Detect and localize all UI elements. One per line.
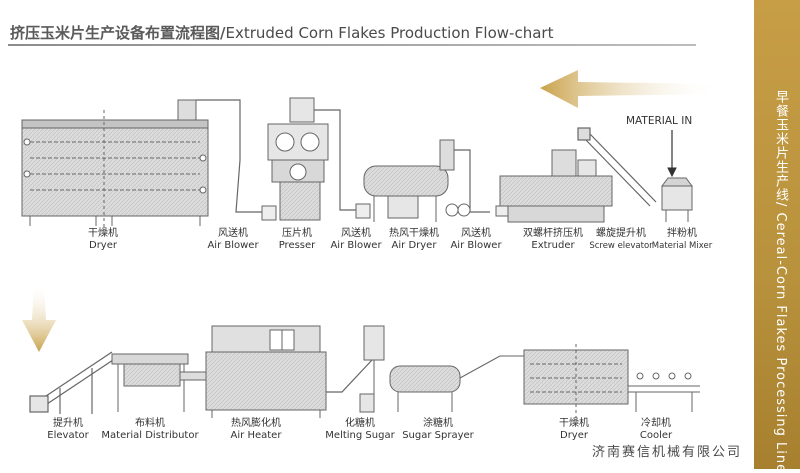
label-air-blower-2-en: Air Blower bbox=[330, 240, 382, 251]
label-dryer-2: 干燥机 Dryer bbox=[559, 418, 589, 442]
air-duct-3 bbox=[454, 149, 490, 213]
label-air-blower-1-cn: 风送机 bbox=[217, 228, 248, 239]
label-cooler-cn: 冷却机 bbox=[640, 418, 671, 429]
company-watermark: 济南赛信机械有限公司 bbox=[592, 445, 743, 460]
label-presser-cn: 压片机 bbox=[282, 228, 312, 239]
label-material-distributor-cn: 布料机 bbox=[134, 418, 165, 429]
label-screw-elevator: 螺旋提升机 Screw elevator bbox=[589, 228, 652, 252]
label-material-mixer-en: Material Mixer bbox=[651, 241, 713, 251]
extruder-machine-icon bbox=[495, 149, 613, 223]
material-in-label: MATERIAL IN bbox=[626, 115, 693, 127]
label-sugar-sprayer-en: Sugar Sprayer bbox=[402, 430, 474, 441]
label-melting-sugar: 化糖机 Melting Sugar bbox=[325, 418, 394, 442]
label-dryer: 干燥机 Dryer bbox=[88, 228, 118, 252]
label-air-heater-en: Air Heater bbox=[230, 430, 282, 441]
label-air-blower-2-cn: 风送机 bbox=[340, 228, 371, 239]
label-air-heater-cn: 热风膨化机 bbox=[231, 418, 281, 429]
label-air-dryer-cn: 热风干燥机 bbox=[389, 228, 439, 239]
label-air-dryer-en: Air Dryer bbox=[391, 240, 437, 251]
elevator-machine-icon bbox=[29, 351, 117, 414]
title-cn: 挤压玉米片生产设备布置流程图 bbox=[10, 24, 221, 42]
air-duct-2 bbox=[314, 109, 356, 211]
label-air-blower-3-cn: 风送机 bbox=[460, 228, 491, 239]
label-extruder: 双螺杆挤压机 Extruder bbox=[523, 228, 583, 252]
label-elevator-cn: 提升机 bbox=[52, 418, 83, 429]
label-air-dryer: 热风干燥机 Air Dryer bbox=[389, 228, 439, 252]
label-dryer-en: Dryer bbox=[89, 240, 117, 251]
label-air-heater: 热风膨化机 Air Heater bbox=[231, 418, 282, 442]
label-air-blower-3-en: Air Blower bbox=[450, 240, 502, 251]
label-material-distributor: 布料机 Material Distributor bbox=[101, 418, 198, 442]
material-in-arrow-icon bbox=[667, 130, 677, 178]
material-distributor-icon bbox=[111, 353, 205, 412]
label-melting-sugar-en: Melting Sugar bbox=[325, 430, 395, 441]
label-air-blower-3: 风送机 Air Blower bbox=[450, 228, 501, 252]
label-presser: 压片机 Presser bbox=[279, 228, 316, 252]
conveyor-link bbox=[326, 359, 373, 393]
presser-machine-icon bbox=[267, 97, 329, 221]
label-material-mixer: 拌粉机 Material Mixer bbox=[652, 228, 712, 252]
label-air-blower-1: 风送机 Air Blower bbox=[207, 228, 258, 252]
flow-arrow-down-icon bbox=[22, 282, 56, 352]
air-blower-1-icon bbox=[261, 205, 277, 221]
title-separator: / bbox=[220, 24, 226, 42]
side-banner-text: 早餐玉米片生产线/ Cereal-Corn Flakes Processing … bbox=[773, 90, 788, 473]
title-underline bbox=[8, 44, 696, 46]
air-blower-3-icon bbox=[445, 203, 471, 217]
label-extruder-en: Extruder bbox=[531, 240, 575, 251]
title-en: Extruded Corn Flakes Production Flow-cha… bbox=[225, 24, 554, 42]
label-elevator-en: Elevator bbox=[47, 430, 89, 441]
side-banner: 早餐玉米片生产线/ Cereal-Corn Flakes Processing … bbox=[754, 0, 800, 473]
air-dryer-machine-icon bbox=[363, 139, 455, 222]
flow-arrow-left-icon bbox=[540, 70, 720, 108]
label-screw-elevator-en: Screw elevator bbox=[589, 241, 653, 251]
dryer-machine-icon bbox=[21, 99, 209, 228]
screw-elevator-icon bbox=[577, 127, 657, 207]
label-material-distributor-en: Material Distributor bbox=[101, 430, 199, 441]
page-title: 挤压玉米片生产设备布置流程图/Extruded Corn Flakes Prod… bbox=[10, 22, 553, 43]
material-mixer-icon bbox=[661, 177, 693, 222]
air-duct-1 bbox=[196, 99, 262, 213]
label-cooler: 冷却机 Cooler bbox=[640, 418, 672, 442]
label-sugar-sprayer: 涂糖机 Sugar Sprayer bbox=[402, 418, 474, 442]
label-presser-en: Presser bbox=[278, 240, 316, 251]
sugar-sprayer-icon bbox=[389, 355, 501, 412]
label-dryer-cn: 干燥机 bbox=[88, 228, 118, 239]
label-dryer-2-cn: 干燥机 bbox=[559, 418, 589, 429]
air-blower-2-icon bbox=[355, 203, 371, 219]
label-material-mixer-cn: 拌粉机 bbox=[666, 228, 697, 239]
label-air-blower-1-en: Air Blower bbox=[207, 240, 259, 251]
label-elevator: 提升机 Elevator bbox=[47, 418, 88, 442]
melting-sugar-icon bbox=[359, 325, 385, 413]
label-screw-elevator-cn: 螺旋提升机 bbox=[595, 228, 646, 239]
dryer-2-machine-icon bbox=[500, 344, 629, 418]
label-dryer-2-en: Dryer bbox=[560, 430, 588, 441]
label-cooler-en: Cooler bbox=[639, 430, 673, 441]
air-heater-machine-icon bbox=[179, 325, 327, 418]
label-sugar-sprayer-cn: 涂糖机 bbox=[422, 418, 453, 429]
label-extruder-cn: 双螺杆挤压机 bbox=[523, 228, 583, 239]
cooler-machine-icon bbox=[628, 372, 700, 412]
label-air-blower-2: 风送机 Air Blower bbox=[330, 228, 381, 252]
label-melting-sugar-cn: 化糖机 bbox=[345, 418, 375, 429]
